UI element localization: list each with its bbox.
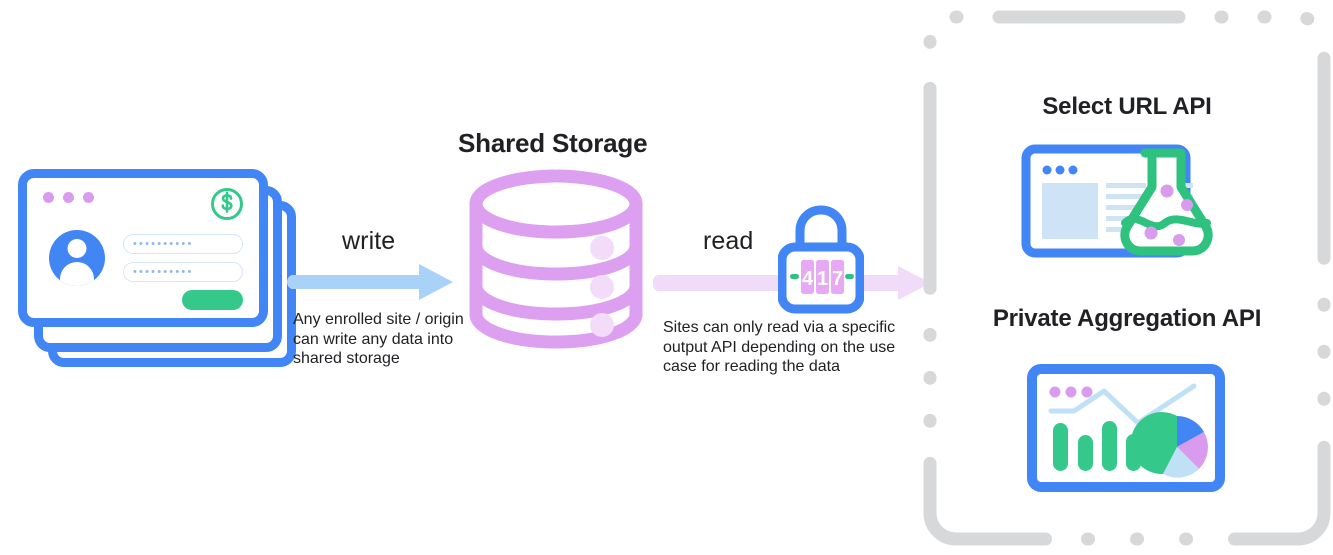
username-field[interactable]: •••••••••• bbox=[123, 234, 243, 254]
storage-indicator-dot bbox=[590, 236, 614, 260]
analytics-chart-icon bbox=[1026, 363, 1226, 498]
browser-card-front: •••••••••• •••••••••• bbox=[18, 169, 268, 327]
lock-digit-2: 1 bbox=[817, 268, 828, 290]
dollar-sign-icon bbox=[209, 186, 245, 222]
window-dot-icon bbox=[83, 192, 94, 203]
password-field[interactable]: •••••••••• bbox=[123, 262, 243, 282]
read-label: read bbox=[703, 227, 754, 255]
select-url-api-title: Select URL API bbox=[1042, 93, 1212, 120]
browser-window-stack: •••••••••• •••••••••• bbox=[14, 165, 304, 370]
database-cylinder-icon bbox=[466, 168, 646, 355]
window-dot-icon bbox=[43, 192, 54, 203]
write-label: write bbox=[342, 227, 396, 255]
storage-indicator-dot bbox=[590, 275, 614, 299]
window-dots bbox=[43, 192, 94, 203]
user-avatar-icon bbox=[49, 230, 105, 286]
panel-dashed-border bbox=[923, 10, 1331, 546]
private-aggregation-api-title: Private Aggregation API bbox=[992, 305, 1262, 332]
write-arrow-right-icon bbox=[287, 262, 457, 307]
read-caption: Sites can only read via a specific outpu… bbox=[663, 319, 896, 375]
avatar-body bbox=[60, 262, 94, 286]
shared-storage-title: Shared Storage bbox=[458, 128, 648, 158]
lock-digit-1: 4 bbox=[802, 268, 814, 290]
output-apis-panel: Select URL API bbox=[921, 8, 1333, 548]
storage-indicator-dot bbox=[590, 313, 614, 337]
lock-digit-3: 7 bbox=[832, 268, 843, 290]
window-dot-icon bbox=[63, 192, 74, 203]
write-caption: Any enrolled site / origin can write any… bbox=[293, 311, 464, 367]
avatar-head bbox=[67, 239, 87, 258]
combination-lock-icon: 4 1 7 bbox=[777, 203, 865, 320]
browser-flask-icon bbox=[1021, 143, 1236, 268]
submit-button[interactable] bbox=[182, 290, 243, 310]
